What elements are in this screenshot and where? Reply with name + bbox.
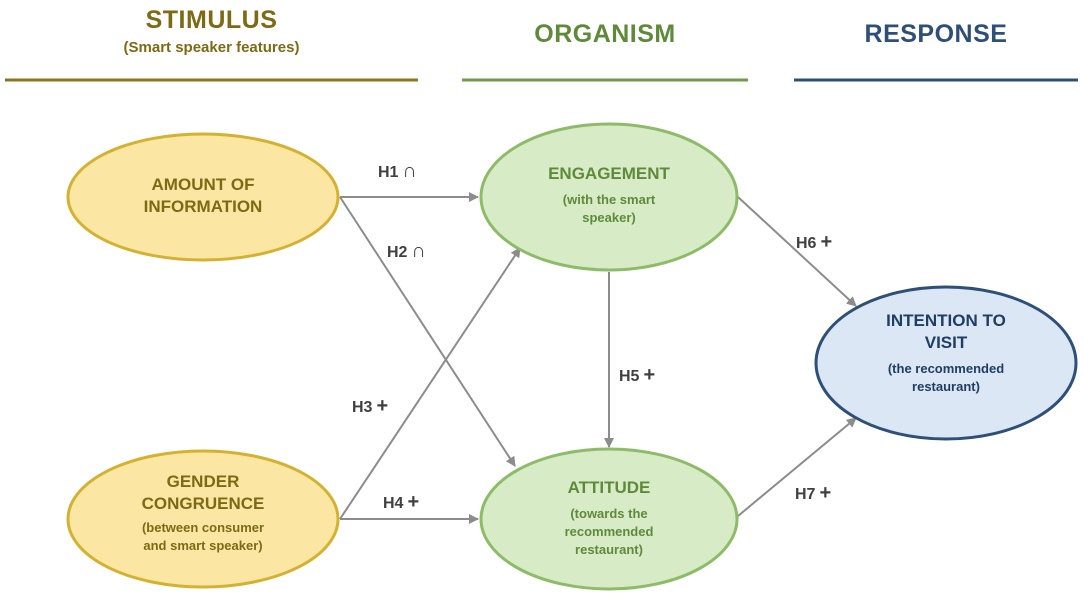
h2-label: H2 — [387, 244, 408, 261]
gender-congruence-label: GENDER CONGRUENCE (between consumer and … — [88, 471, 318, 555]
organism-header: ORGANISM — [462, 20, 748, 49]
attitude-label: ATTITUDE (towards the recommended restau… — [499, 477, 719, 559]
hypothesis-h5: H5+ — [619, 364, 655, 387]
amount-title-line2: INFORMATION — [143, 197, 263, 216]
hypothesis-h7: H7+ — [795, 482, 831, 505]
h4-sign: + — [407, 491, 420, 513]
engagement-desc-line1: (with the smart — [562, 192, 656, 207]
gender-title-line1: GENDER — [166, 472, 240, 491]
amount-of-information-node — [66, 132, 340, 262]
gender-congruence-node — [66, 449, 340, 589]
intention-desc-line2: restaurant) — [912, 379, 980, 394]
attitude-desc-line1: (towards the — [570, 506, 648, 521]
arrow-h3 — [339, 247, 521, 520]
engagement-desc-line2: speaker) — [582, 210, 636, 225]
engagement-node — [479, 122, 739, 272]
arrow-h6 — [737, 196, 857, 307]
attitude-node — [479, 447, 739, 591]
arrow-h2 — [339, 196, 516, 467]
stimulus-title: STIMULUS — [145, 6, 278, 34]
gender-desc-line1: (between consumer — [141, 520, 265, 535]
h5-sign: + — [643, 364, 656, 386]
engagement-title: ENGAGEMENT — [548, 164, 670, 183]
gender-title-line2: CONGRUENCE — [141, 494, 265, 513]
hypothesis-h1: H1∩ — [378, 160, 417, 183]
response-header: RESPONSE — [794, 20, 1078, 49]
h7-sign: + — [819, 482, 832, 504]
attitude-desc-line2: recommended — [564, 524, 654, 539]
intention-title-line1: INTENTION TO — [886, 311, 1006, 330]
h3-label: H3 — [352, 399, 373, 416]
h6-label: H6 — [796, 235, 817, 252]
hypothesis-h4: H4+ — [383, 491, 419, 514]
hypothesis-h2: H2∩ — [387, 240, 426, 263]
h2-sign: ∩ — [411, 240, 426, 262]
engagement-label: ENGAGEMENT (with the smart speaker) — [499, 163, 719, 227]
h5-label: H5 — [619, 368, 640, 385]
intention-title-line2: VISIT — [924, 333, 968, 352]
attitude-title: ATTITUDE — [567, 478, 651, 497]
h1-sign: ∩ — [402, 160, 417, 182]
intention-to-visit-node — [814, 285, 1078, 441]
hypothesis-h3: H3+ — [352, 395, 388, 418]
attitude-desc-line3: restaurant) — [575, 542, 643, 557]
response-title: RESPONSE — [864, 20, 1008, 48]
h3-sign: + — [376, 395, 389, 417]
hypothesis-h6: H6+ — [796, 231, 832, 254]
h7-label: H7 — [795, 486, 816, 503]
arrow-h7 — [737, 417, 857, 517]
h1-label: H1 — [378, 164, 399, 181]
gender-desc-line2: and smart speaker) — [143, 538, 263, 553]
amount-title-line1: AMOUNT OF — [151, 175, 255, 194]
amount-of-information-label: AMOUNT OF INFORMATION — [88, 174, 318, 218]
h4-label: H4 — [383, 495, 404, 512]
stimulus-header: STIMULUS (Smart speaker features) — [5, 6, 418, 56]
stimulus-subtitle: (Smart speaker features) — [123, 39, 300, 56]
intention-desc-line1: (the recommended — [887, 361, 1005, 376]
h6-sign: + — [820, 231, 833, 253]
organism-title: ORGANISM — [534, 20, 676, 48]
intention-to-visit-label: INTENTION TO VISIT (the recommended rest… — [831, 310, 1061, 396]
